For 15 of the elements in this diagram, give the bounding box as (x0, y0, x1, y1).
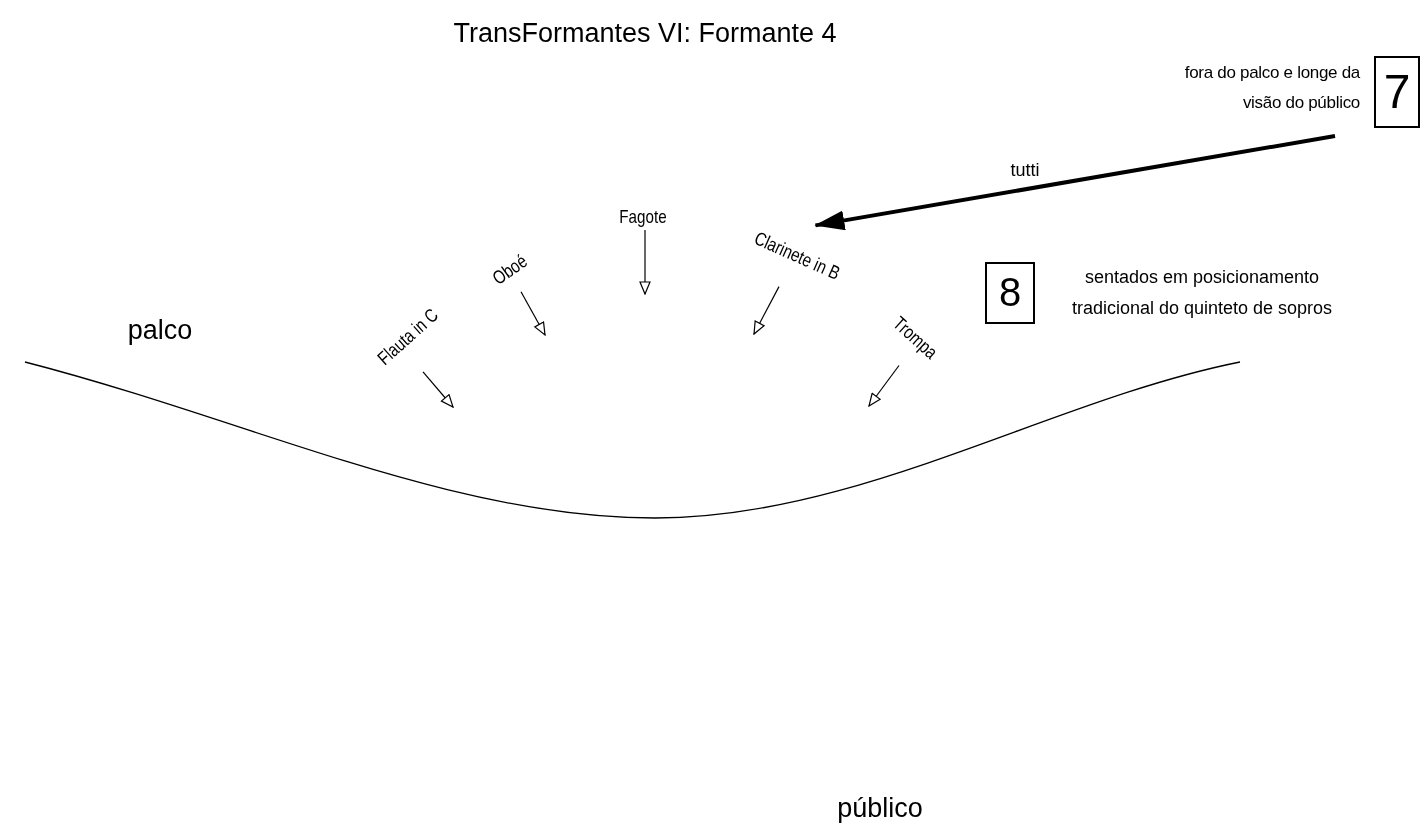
area-label: palco (127, 314, 193, 346)
arrow (868, 364, 900, 407)
instrument-label: Oboé (488, 250, 532, 290)
boxed-number: 8 (985, 262, 1035, 324)
arrow (520, 291, 546, 336)
area-label: público (837, 792, 923, 824)
note-text: fora do palco e longe da visão do público (1183, 62, 1360, 114)
arrow (422, 371, 454, 408)
instrument-label: Fagote (619, 206, 667, 228)
note-text: sentados em posicionamento tradicional do quinteto de sopros (1070, 266, 1334, 320)
arrow (814, 134, 1336, 231)
boxed-number: 7 (1374, 56, 1420, 128)
arrow (753, 286, 780, 335)
arrow (639, 229, 651, 295)
diagram-title: TransFormantes VI: Formante 4 (452, 18, 838, 49)
